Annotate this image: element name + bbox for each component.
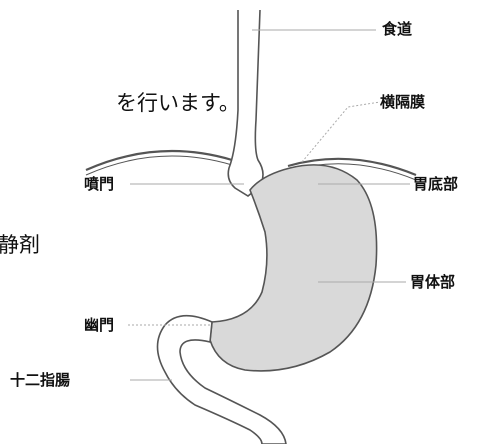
text-fragment-1: を行います。 <box>116 91 240 115</box>
leader-diaphragm <box>301 101 381 163</box>
stomach-shape <box>209 164 378 372</box>
label-cardia: 噴門 <box>84 175 115 193</box>
duodenum-tube <box>156 314 287 444</box>
label-diaphragm: 横隔膜 <box>380 93 426 111</box>
text-fragment-2: 静剤 <box>0 233 40 257</box>
diaphragm-left-arc <box>85 149 233 172</box>
diaphragm-left-arc-inner <box>85 155 233 176</box>
label-esophagus: 食道 <box>382 20 413 38</box>
label-fundus: 胃底部 <box>413 175 459 193</box>
diaphragm-right-arc <box>287 157 417 177</box>
label-body: 胃体部 <box>410 273 456 291</box>
label-duodenum: 十二指腸 <box>10 371 71 389</box>
label-pylorus: 幽門 <box>84 316 115 334</box>
esophagus-tube <box>227 9 264 197</box>
